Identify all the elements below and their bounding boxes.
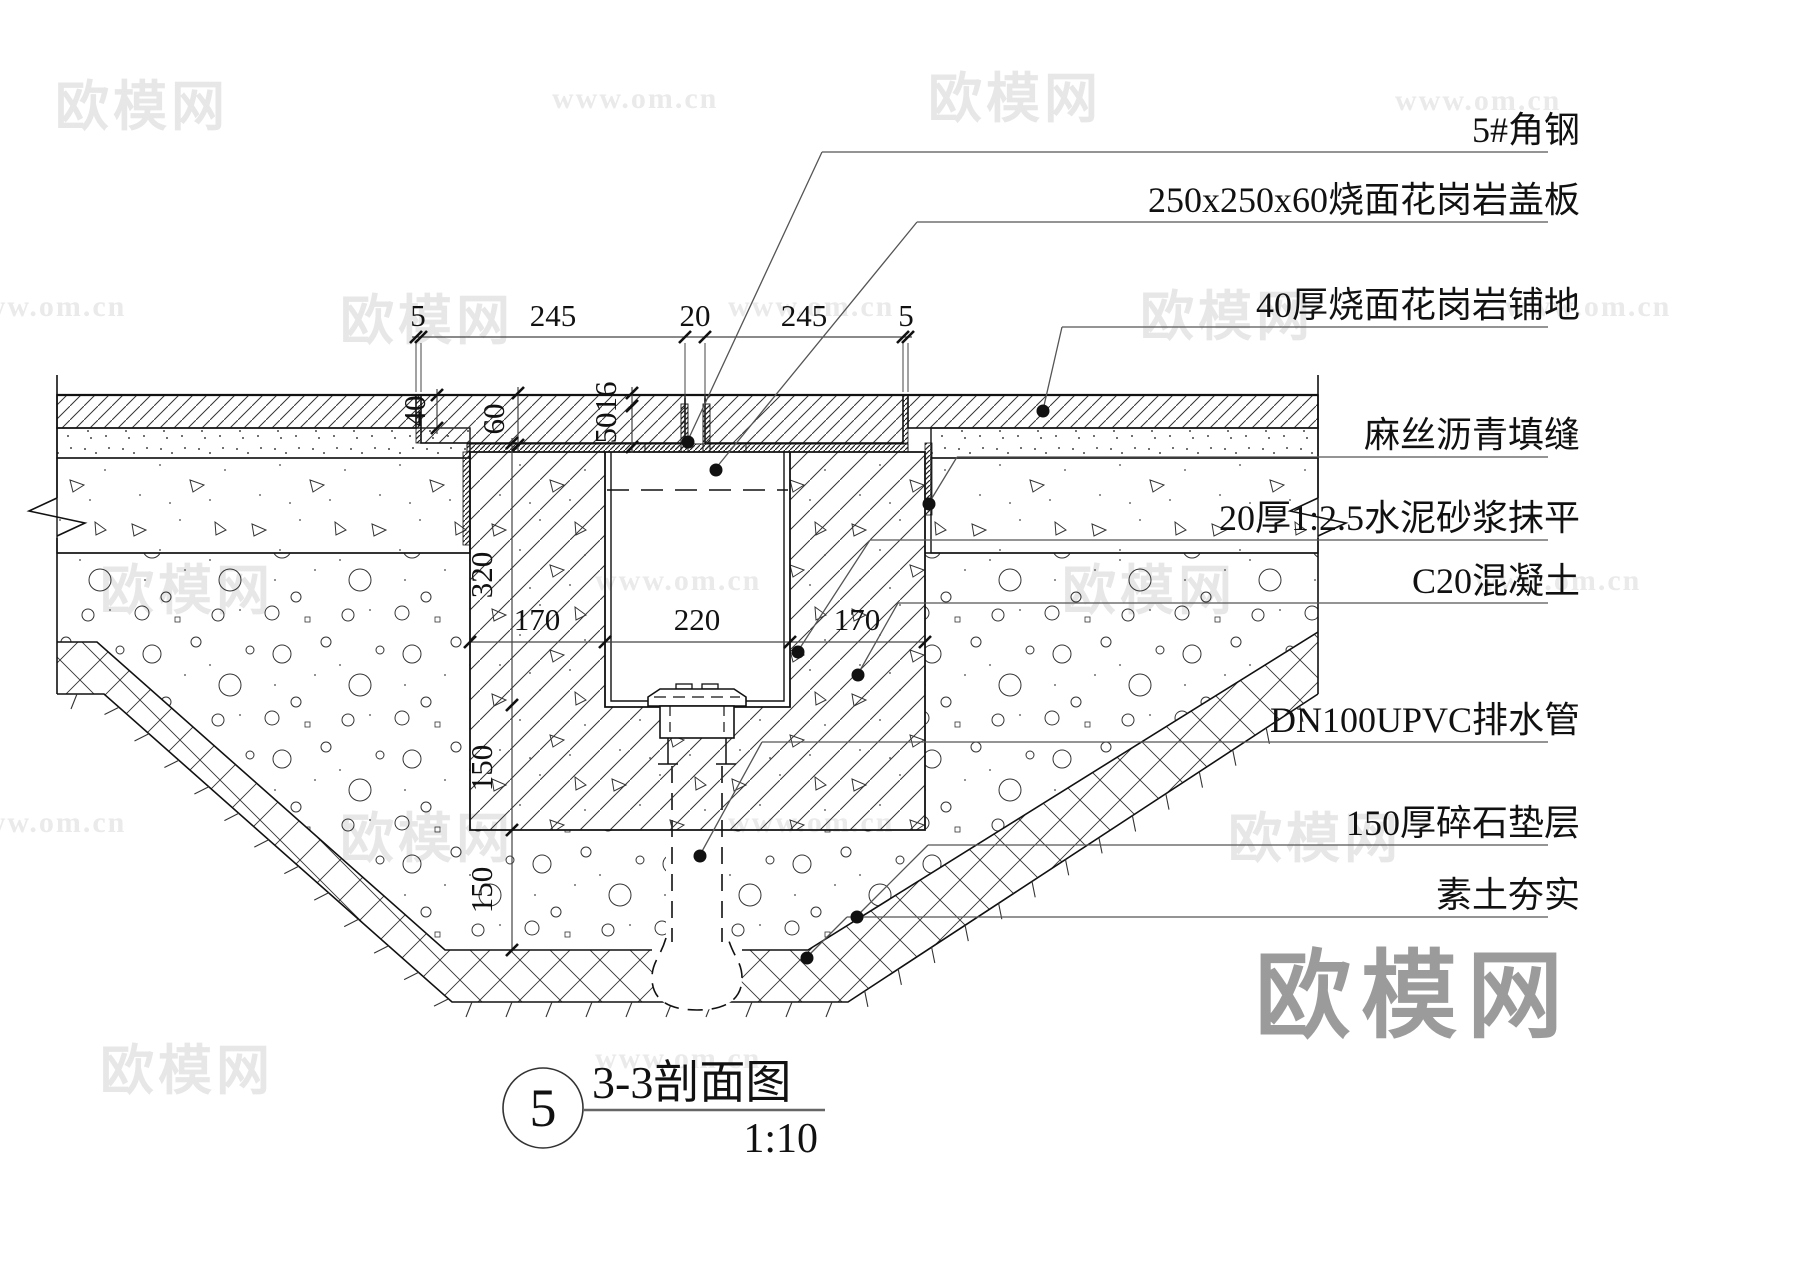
- site-logo: 欧模网: [1255, 943, 1573, 1050]
- callout-soil: 素土夯实: [1436, 875, 1580, 915]
- leader-dots: [681, 404, 1050, 965]
- soil-inner-edge: [57, 631, 1319, 951]
- callout-leaders: [687, 151, 1548, 958]
- dim-top-245-left: 245: [530, 298, 577, 333]
- concrete-layer-right: [930, 457, 1319, 554]
- soil-outer-edge: [57, 693, 1319, 1003]
- dim-150-base: 150: [464, 745, 499, 792]
- joint-strip-right: [924, 442, 933, 516]
- channel-concrete: [469, 451, 926, 831]
- mortar-layer-right: [930, 427, 1319, 459]
- dim-top-5-right: 5: [898, 298, 914, 333]
- pipe-end-dashed: [651, 937, 743, 1011]
- cover-slab-right: [704, 394, 904, 444]
- dim-170-left: 170: [514, 602, 561, 637]
- soil-tick-marks: [70, 693, 1304, 1018]
- granite-paving-right: [907, 394, 1319, 429]
- cover-slab-left: [420, 394, 686, 444]
- dim-220: 220: [674, 602, 721, 637]
- dim-150-cushion: 150: [464, 867, 499, 914]
- dimension-lines: [412, 336, 925, 952]
- dimension-ticks: [409, 330, 932, 957]
- leader-pipe: [699, 741, 1548, 856]
- leader-asphalt-joint: [928, 456, 1548, 504]
- joint-strip-left: [462, 451, 471, 546]
- callout-concrete: C20混凝土: [1412, 561, 1580, 601]
- dim-top-20: 20: [680, 298, 711, 333]
- leader-paving: [1042, 326, 1548, 411]
- dimensions: 5 245 20 245 5 40 60 16 50 170 220 170 3…: [397, 298, 932, 957]
- leader-soil: [806, 916, 1548, 958]
- angle-steel: [644, 403, 747, 453]
- leader-concrete: [857, 602, 1548, 675]
- dim-320: 320: [464, 552, 499, 599]
- dim-50: 50: [588, 413, 623, 444]
- gravel-layer: [57, 553, 1318, 950]
- detail-title: 3-3剖面图: [592, 1057, 791, 1108]
- edge-joint-right: [902, 394, 909, 444]
- mortar-layer-left: [56, 427, 471, 459]
- ground-layers: [56, 427, 1319, 1018]
- detail-number-bubble: [502, 1067, 584, 1149]
- leader-mortar: [797, 539, 1548, 652]
- callout-gravel: 150厚碎石垫层: [1346, 803, 1580, 843]
- callout-cover-slab: 250x250x60烧面花岗岩盖板: [1148, 180, 1580, 220]
- break-right: [1287, 375, 1349, 694]
- detail-number: 5: [530, 1078, 557, 1138]
- callout-pipe: DN100UPVC排水管: [1270, 700, 1580, 740]
- break-left: [26, 375, 88, 694]
- dim-170-right: 170: [834, 602, 881, 637]
- soil-band: [57, 632, 1318, 1002]
- granite-paving-left: [56, 394, 417, 429]
- callout-paving: 40厚烧面花岗岩铺地: [1256, 285, 1580, 325]
- dim-top-5-left: 5: [410, 298, 426, 333]
- title-block: 5 3-3剖面图 1:10: [502, 1057, 825, 1162]
- leader-cover-slab: [715, 221, 1548, 469]
- callout-asphalt-joint: 麻丝沥青填缝: [1364, 415, 1580, 455]
- callout-texts: 5#角钢 250x250x60烧面花岗岩盖板 40厚烧面花岗岩铺地 麻丝沥青填缝…: [1148, 110, 1580, 915]
- extension-lines: [415, 343, 909, 398]
- dim-40: 40: [397, 396, 432, 427]
- dim-16: 16: [588, 382, 623, 413]
- detail-scale: 1:10: [743, 1116, 818, 1162]
- callout-angle-steel: 5#角钢: [1472, 110, 1580, 150]
- callout-mortar: 20厚1:2.5水泥砂浆抹平: [1219, 498, 1580, 538]
- leader-gravel: [856, 844, 1548, 917]
- dim-top-245-right: 245: [781, 298, 828, 333]
- dim-60: 60: [476, 404, 511, 435]
- leader-angle-steel: [687, 151, 1548, 441]
- drain-fitting: [647, 683, 747, 765]
- break-lines: [26, 375, 1349, 694]
- concrete-layer-left: [56, 457, 471, 554]
- drain-channel: [462, 442, 933, 831]
